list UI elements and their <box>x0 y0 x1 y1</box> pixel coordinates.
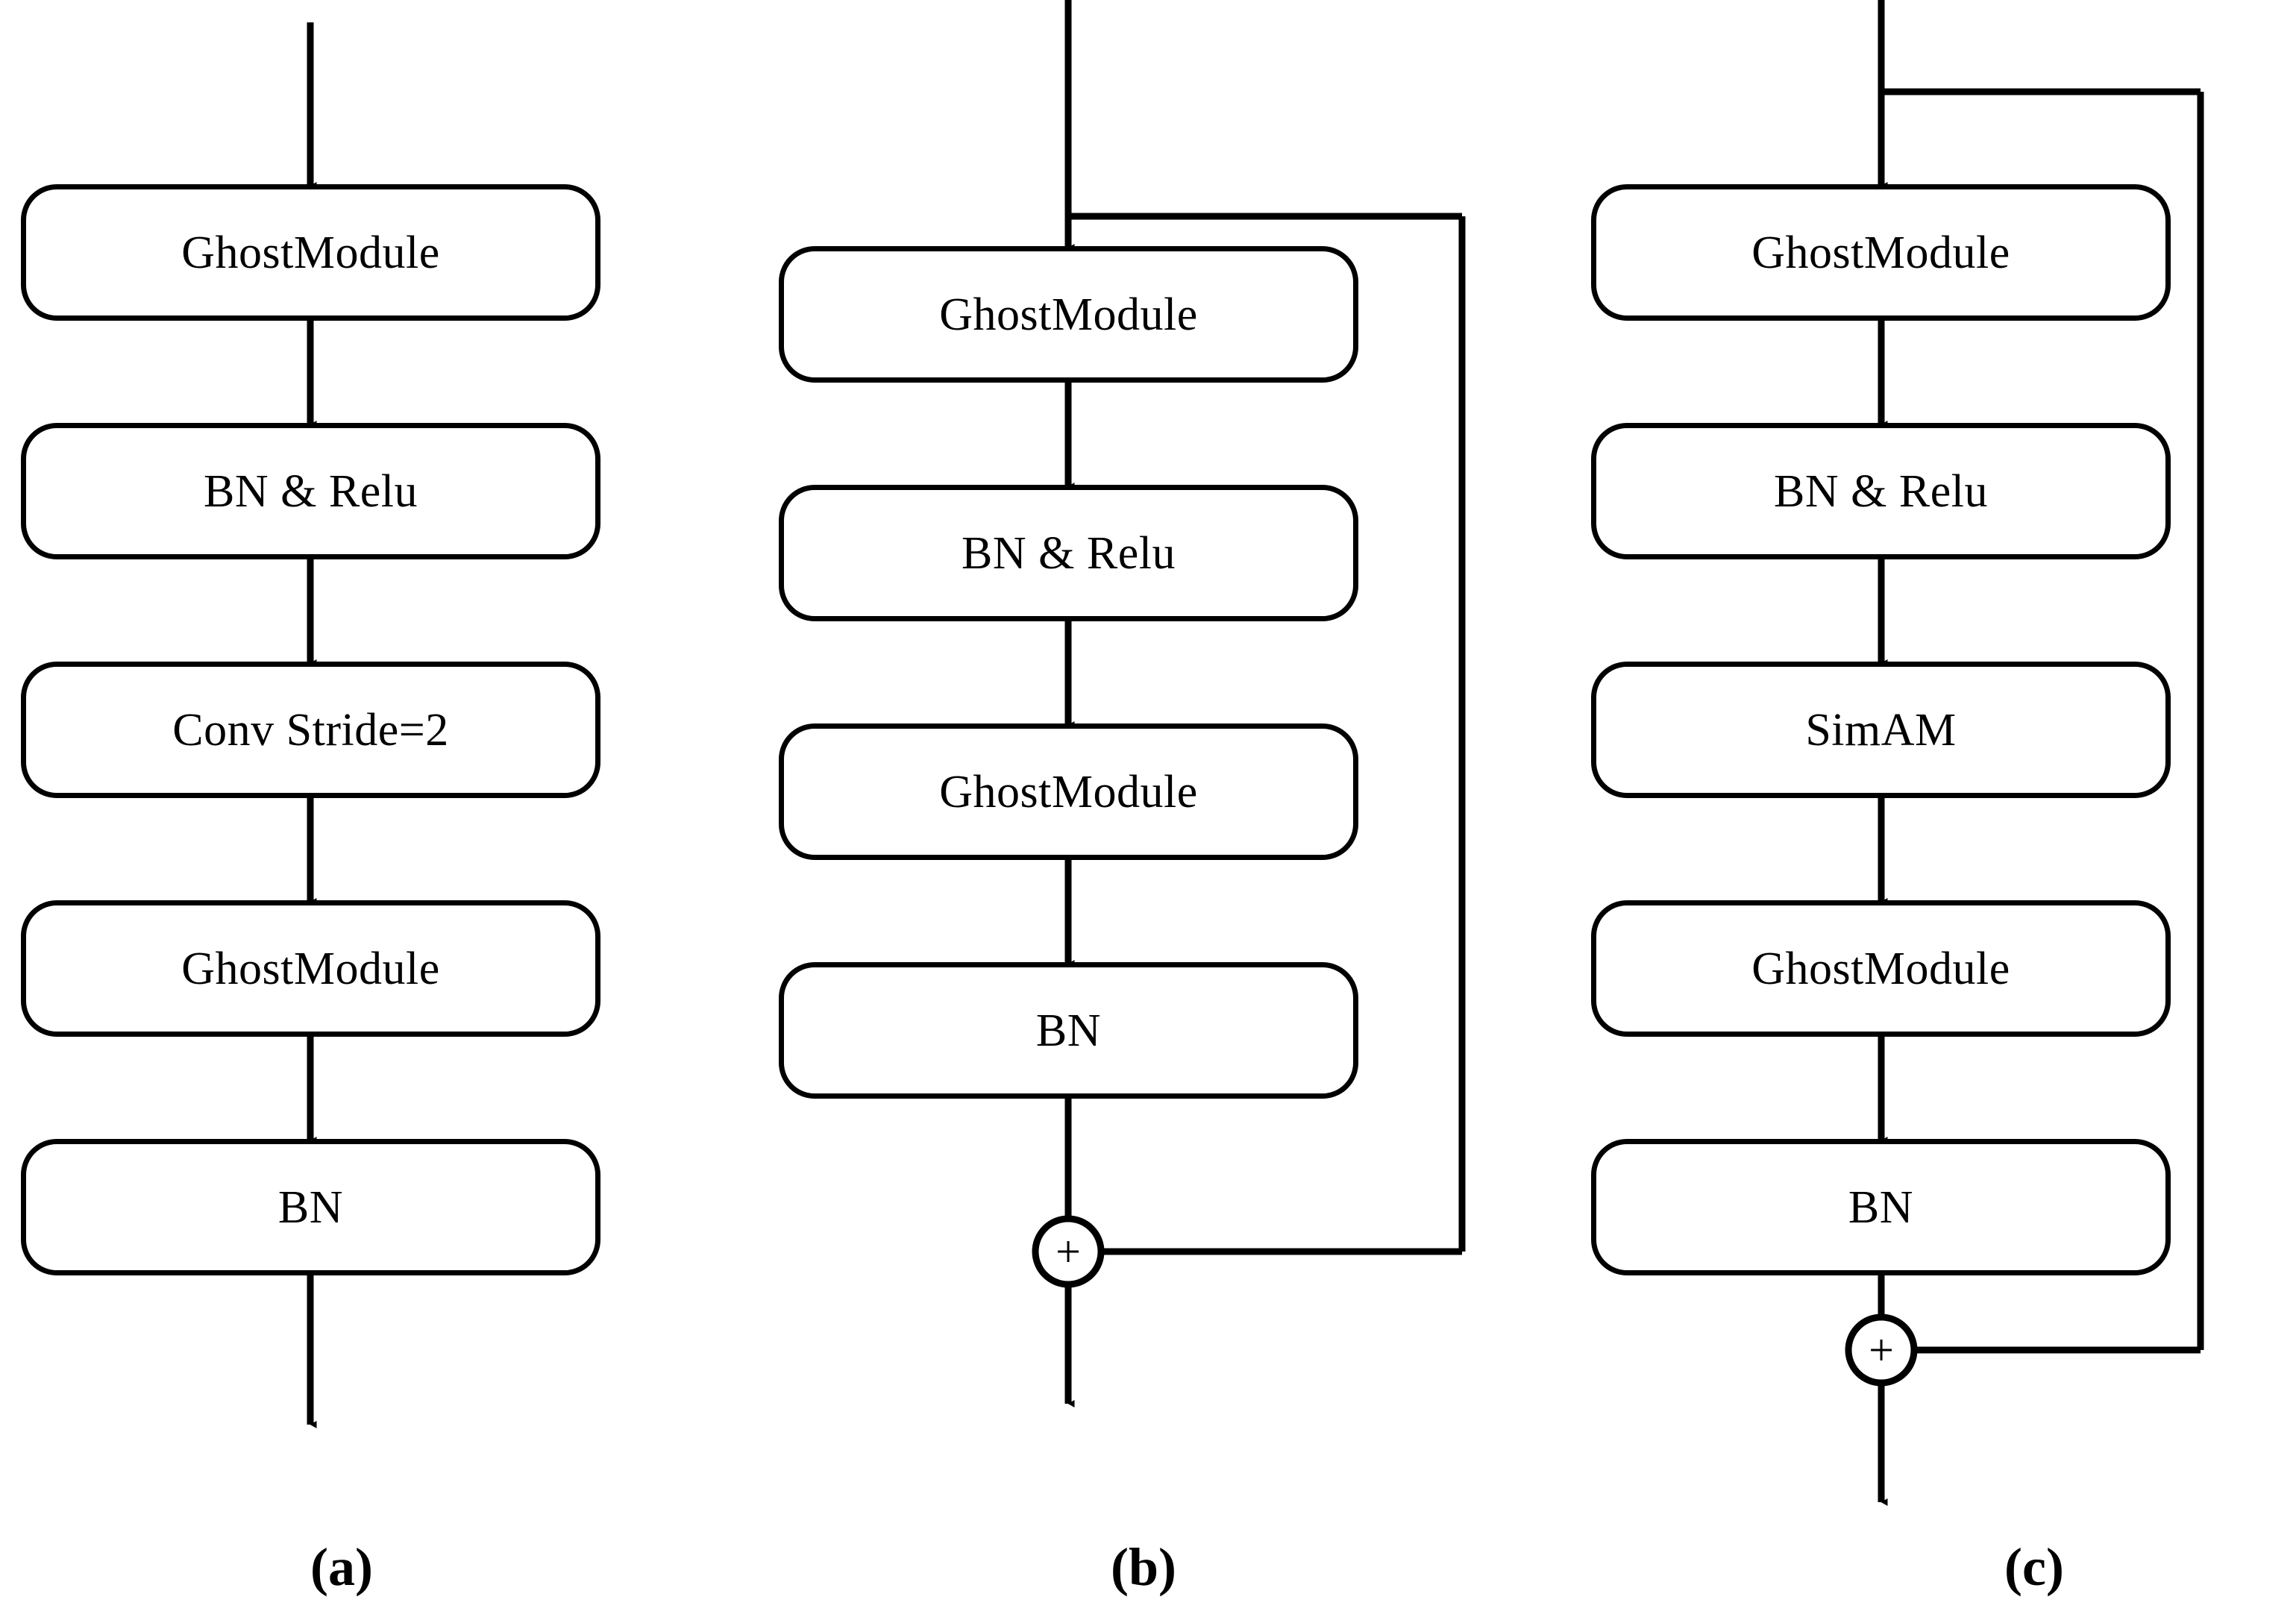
add-node-circle-b[interactable] <box>1032 1215 1105 1288</box>
panel-caption-a: (a) <box>310 1537 373 1597</box>
block-a-conv-stride-2[interactable]: Conv Stride=2 <box>21 662 600 798</box>
panel-caption-b: (b) <box>1111 1537 1176 1597</box>
block-label: BN & Relu <box>204 465 418 517</box>
block-label: BN & Relu <box>1774 465 1988 517</box>
block-c-bn[interactable]: BN <box>1591 1139 2171 1275</box>
block-label: GhostModule <box>1751 227 2010 278</box>
block-a-ghostmodule[interactable]: GhostModule <box>21 900 600 1037</box>
block-b-ghostmodule[interactable]: GhostModule <box>779 723 1358 860</box>
add-node-circle-c[interactable] <box>1845 1313 1918 1387</box>
block-label: BN & Relu <box>962 527 1176 579</box>
block-a-bn[interactable]: BN <box>21 1139 600 1275</box>
block-b-bn[interactable]: BN <box>779 962 1358 1099</box>
block-label: BN <box>1035 1005 1102 1056</box>
block-label: GhostModule <box>1751 943 2010 994</box>
block-label: BN <box>1848 1181 1914 1233</box>
block-b-bn-relu[interactable]: BN & Relu <box>779 485 1358 621</box>
block-c-ghostmodule[interactable]: GhostModule <box>1591 184 2171 321</box>
block-b-ghostmodule[interactable]: GhostModule <box>779 246 1358 383</box>
block-label: BN <box>277 1181 344 1233</box>
block-label: GhostModule <box>939 289 1198 340</box>
block-a-bn-relu[interactable]: BN & Relu <box>21 423 600 559</box>
block-c-bn-relu[interactable]: BN & Relu <box>1591 423 2171 559</box>
block-c-simam[interactable]: SimAM <box>1591 662 2171 798</box>
block-label: GhostModule <box>939 766 1198 817</box>
block-label: GhostModule <box>181 227 440 278</box>
panel-caption-c: (c) <box>2004 1537 2064 1597</box>
block-label: GhostModule <box>181 943 440 994</box>
block-a-ghostmodule[interactable]: GhostModule <box>21 184 600 321</box>
block-label: SimAM <box>1805 704 1957 756</box>
block-c-ghostmodule[interactable]: GhostModule <box>1591 900 2171 1037</box>
block-label: Conv Stride=2 <box>172 704 449 756</box>
